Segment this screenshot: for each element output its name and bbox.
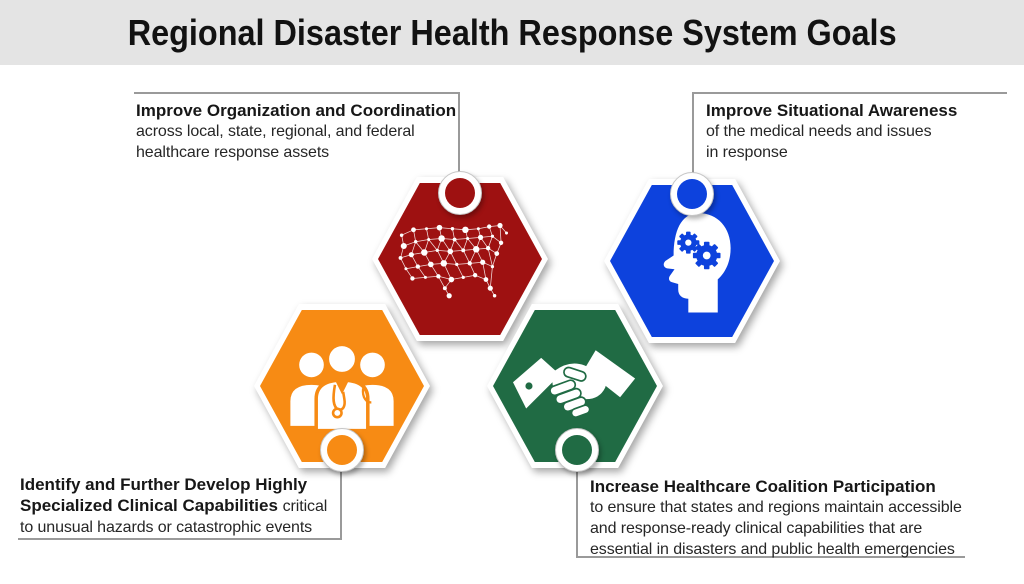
goal-body: critical to unusual hazards or catastrop…: [20, 498, 328, 536]
goal-text-organization-coordination: Improve Organization and Coordination ac…: [136, 100, 466, 163]
pin-circle-clinical-capabilities: [320, 428, 364, 472]
hexagon-clinical-capabilities: [254, 304, 430, 468]
pin-dot: [445, 178, 475, 208]
head-gears-icon: [663, 213, 731, 313]
goal-text-situational-awareness: Improve Situational Awareness of the med…: [706, 100, 1006, 163]
goal-heading: Increase Healthcare Coalition Participat…: [590, 477, 936, 496]
goal-body: across local, state, regional, and feder…: [136, 123, 415, 161]
connector-top-left: [134, 92, 460, 173]
pin-dot: [677, 179, 707, 209]
pin-circle-situational-awareness: [670, 172, 714, 216]
goal-text-coalition-participation: Increase Healthcare Coalition Participat…: [590, 476, 978, 560]
page-title: Regional Disaster Health Response System…: [127, 11, 897, 53]
goal-heading: Improve Situational Awareness: [706, 101, 958, 120]
goal-text-clinical-capabilities: Identify and Further Develop Highly Spec…: [20, 474, 356, 538]
goal-body: of the medical needs and issues in respo…: [706, 123, 932, 161]
pin-dot: [327, 435, 357, 465]
connector-bottom-left: [18, 472, 342, 540]
medical-team-icon: [290, 342, 394, 433]
pin-circle-organization-coordination: [438, 171, 482, 215]
connector-bottom-right: [576, 472, 965, 558]
goal-body: to ensure that states and regions mainta…: [590, 499, 962, 558]
connector-top-right: [692, 92, 1007, 174]
goal-heading: Improve Organization and Coordination: [136, 101, 457, 120]
usa-network-map-icon: [398, 222, 508, 299]
goal-heading: Identify and Further Develop Highly Spec…: [20, 475, 308, 515]
pin-circle-coalition-participation: [555, 428, 599, 472]
header-bar: Regional Disaster Health Response System…: [0, 0, 1024, 65]
pin-dot: [562, 435, 592, 465]
handshake-icon: [513, 350, 636, 419]
